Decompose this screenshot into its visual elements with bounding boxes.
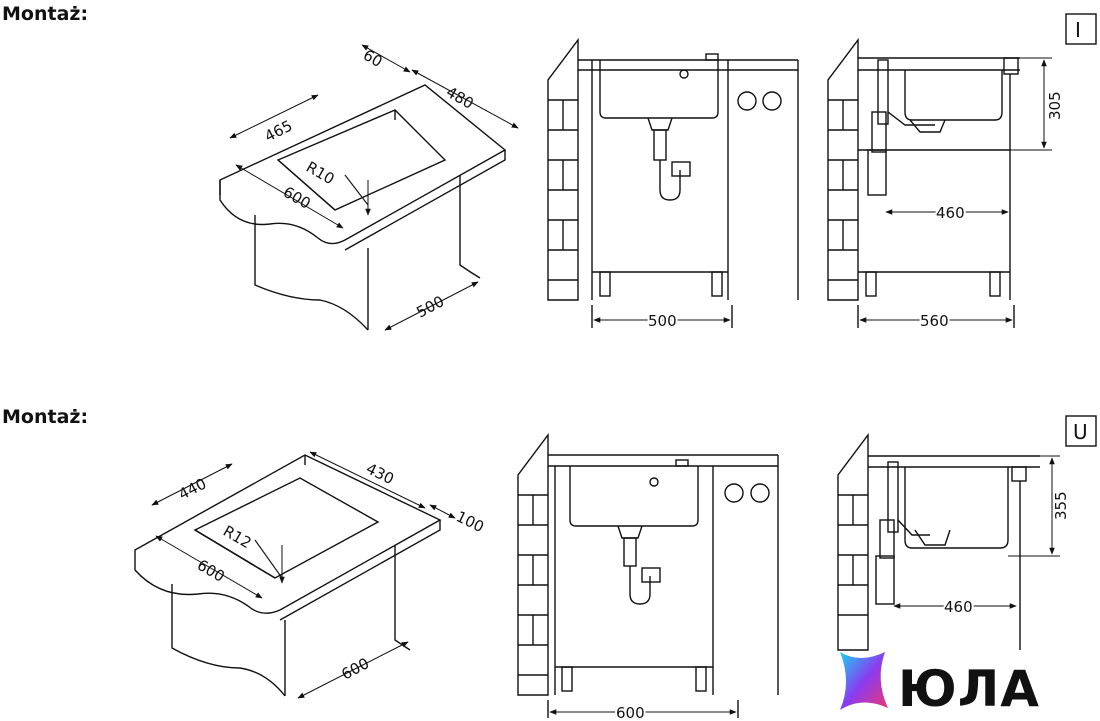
- bottom-dim-600b: 600: [338, 654, 372, 683]
- bottom-side-depth-drain: 460: [944, 598, 973, 616]
- brand-name: ЮЛА: [898, 660, 1040, 718]
- svg-text:U: U: [1073, 420, 1088, 444]
- top-front-view: [547, 37, 799, 328]
- bottom-front-view: [517, 432, 779, 718]
- top-front-width: 500: [648, 312, 677, 330]
- top-side-view: [827, 37, 1052, 328]
- bottom-side-height: 355: [1052, 491, 1070, 520]
- section-bottom: Montaż: 440 430 100 R12 600 600: [2, 406, 1097, 721]
- top-side-depth-cabinet: 560: [920, 312, 949, 330]
- top-dim-500: 500: [413, 292, 447, 321]
- bottom-dim-430: 430: [363, 459, 397, 488]
- bottom-front-width: 600: [616, 704, 645, 721]
- top-iso-drawing: [219, 44, 519, 331]
- svg-text:I: I: [1075, 18, 1081, 42]
- top-dim-60: 60: [360, 46, 386, 71]
- brand-logo: ЮЛА: [840, 652, 1040, 718]
- bottom-badge: U: [1065, 415, 1097, 447]
- brand-mark-icon: [840, 652, 888, 710]
- section-top: Montaż: 60 465 480 R10 600 500: [2, 3, 1097, 332]
- top-badge: I: [1065, 13, 1097, 45]
- bottom-iso-drawing: [134, 451, 456, 699]
- bottom-dim-440: 440: [176, 475, 210, 504]
- top-side-height: 305: [1046, 91, 1064, 120]
- bottom-dim-100: 100: [453, 507, 487, 536]
- top-heading: Montaż:: [2, 3, 88, 25]
- bottom-side-view: [837, 432, 1060, 651]
- top-side-depth-drain: 460: [936, 204, 965, 222]
- bottom-heading: Montaż:: [2, 406, 88, 428]
- top-dim-465: 465: [262, 117, 296, 146]
